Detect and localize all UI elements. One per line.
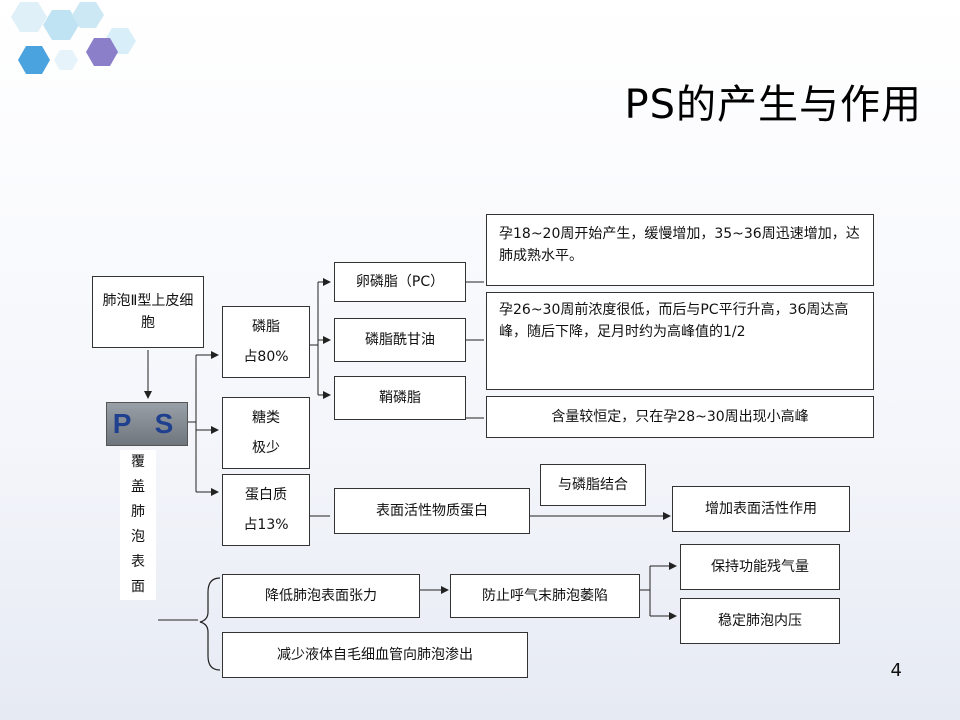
keep-frc-box: 保持功能残气量: [680, 544, 840, 590]
sm-box: 鞘磷脂: [334, 376, 466, 420]
pc-box: 卵磷脂（PC）: [334, 262, 466, 302]
prevent-collapse-box: 防止呼气末肺泡萎陷: [450, 574, 640, 618]
lower-tension-box: 降低肺泡表面张力: [222, 574, 420, 618]
ps-box: P S: [106, 402, 188, 446]
sugar-share: 极少: [252, 440, 280, 456]
bind-phospholipid-box: 与磷脂结合: [540, 464, 646, 506]
enhance-activity-box: 增加表面活性作用: [672, 486, 850, 532]
reduce-exudation-box: 减少液体自毛细血管向肺泡渗出: [222, 632, 528, 678]
surfactant-protein-box: 表面活性物质蛋白: [334, 488, 530, 534]
decorative-hexagons: [11, 2, 136, 74]
page-number: 4: [890, 660, 902, 681]
ps-covers-char: 表: [131, 554, 145, 570]
ps-covers-char: 覆: [131, 454, 145, 470]
ps-covers-char: 面: [131, 579, 145, 595]
pg-note-box: 孕26~30周前浓度很低，而后与PC平行升高，36周达高峰，随后下降，足月时约为…: [486, 292, 874, 390]
ps-covers-alveolar-surface-label: 覆 盖 肺 泡 表 面: [120, 450, 156, 600]
alveolar-type2-cell-box: 肺泡Ⅱ型上皮细胞: [92, 276, 204, 348]
ps-covers-char: 盖: [131, 479, 145, 495]
protein-name: 蛋白质: [245, 487, 287, 503]
phospholipid-share: 占80%: [243, 349, 289, 365]
alveolar-type2-cell-label: 肺泡Ⅱ型上皮细胞: [102, 293, 194, 331]
sm-note-box: 含量较恒定，只在孕28~30周出现小高峰: [486, 396, 874, 438]
protein-box: 蛋白质 占13%: [222, 474, 310, 546]
pc-note-box: 孕18~20周开始产生，缓慢增加，35~36周迅速增加，达肺成熟水平。: [486, 214, 874, 286]
protein-share: 占13%: [243, 517, 289, 533]
sugar-name: 糖类: [252, 410, 280, 426]
pg-box: 磷脂酰甘油: [334, 318, 466, 362]
sugar-box: 糖类 极少: [222, 397, 310, 469]
phospholipid-name: 磷脂: [252, 319, 280, 335]
ps-covers-char: 肺: [131, 504, 145, 520]
phospholipid-box: 磷脂 占80%: [222, 306, 310, 378]
stabilize-pressure-box: 稳定肺泡内压: [680, 598, 840, 644]
ps-covers-char: 泡: [131, 529, 145, 545]
slide-title: PS的产生与作用: [624, 82, 922, 128]
